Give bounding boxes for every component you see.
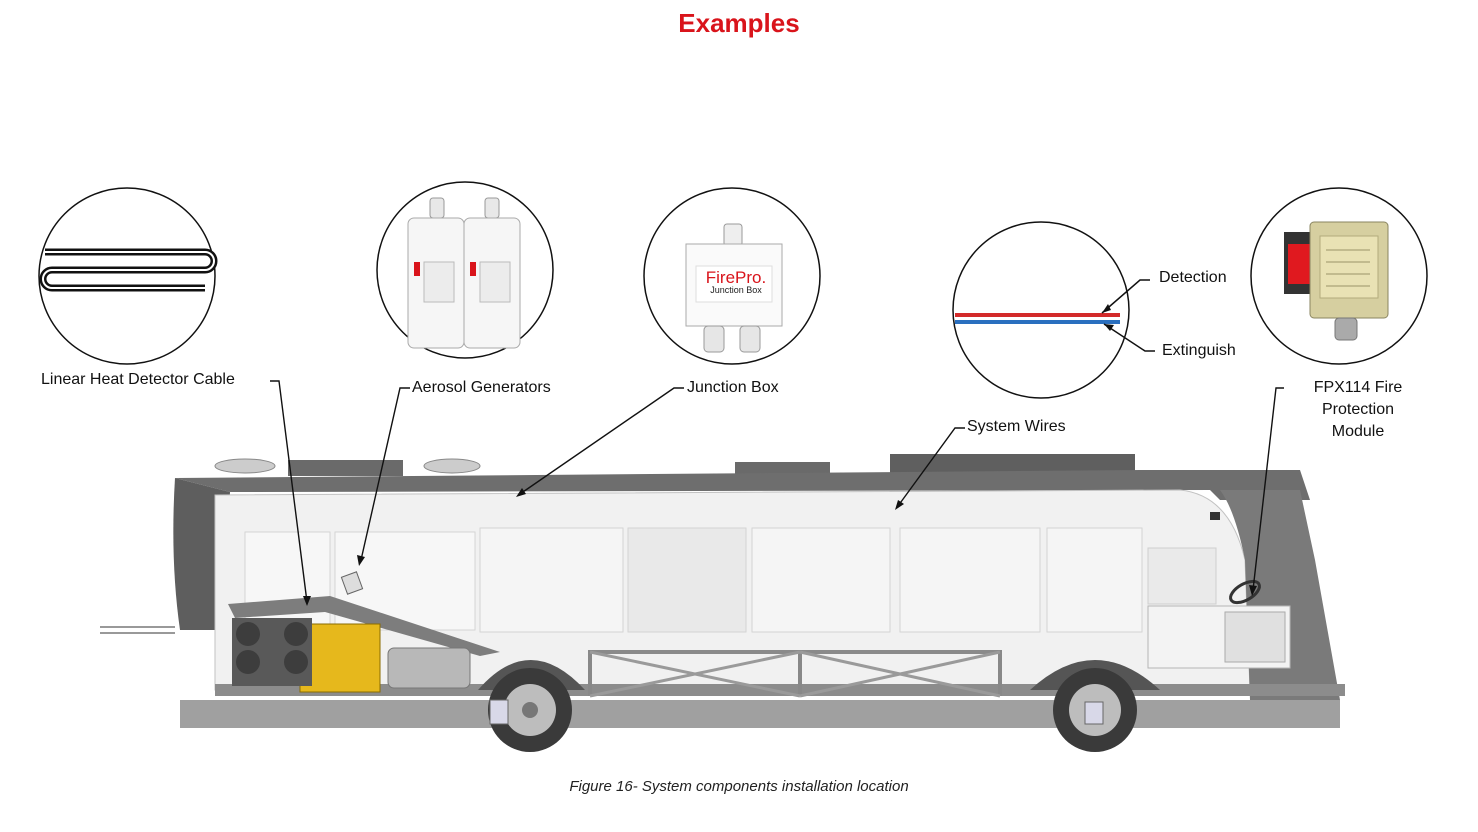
leader-lines	[270, 380, 1284, 606]
aerosol-callout	[376, 181, 554, 359]
system-wires-callout	[952, 221, 1155, 399]
heat-cable-callout	[38, 187, 218, 365]
aerosol-label: Aerosol Generators	[412, 379, 551, 396]
aerosol-canister-right	[463, 197, 521, 349]
fpx-leader	[1252, 387, 1284, 591]
fpx-module-label: FPX114 Fire Protection Module	[1313, 379, 1403, 440]
engine-block	[299, 623, 381, 693]
detection-label: Detection	[1159, 269, 1227, 286]
junction-box-text: Junction Box	[710, 285, 762, 295]
junction-box-leader	[519, 387, 684, 495]
page-title: Examples	[678, 8, 800, 38]
aerosol-canister-left	[407, 197, 465, 349]
junction-box-brand: FirePro.	[705, 268, 767, 287]
figure-caption: Figure 16- System components installatio…	[569, 778, 909, 795]
system-wires-label: System Wires	[967, 418, 1066, 435]
aerosol-leader	[360, 387, 410, 561]
junction-box-label: Junction Box	[687, 379, 779, 396]
fpx-module-callout	[1250, 187, 1428, 365]
junction-box-callout	[643, 187, 821, 365]
heat-cable-leader	[270, 380, 308, 603]
bus-illustration	[100, 454, 1345, 752]
extinguish-label: Extinguish	[1162, 342, 1236, 359]
system-wires-leader	[897, 427, 965, 507]
heat-cable-label: Linear Heat Detector Cable	[41, 371, 235, 388]
